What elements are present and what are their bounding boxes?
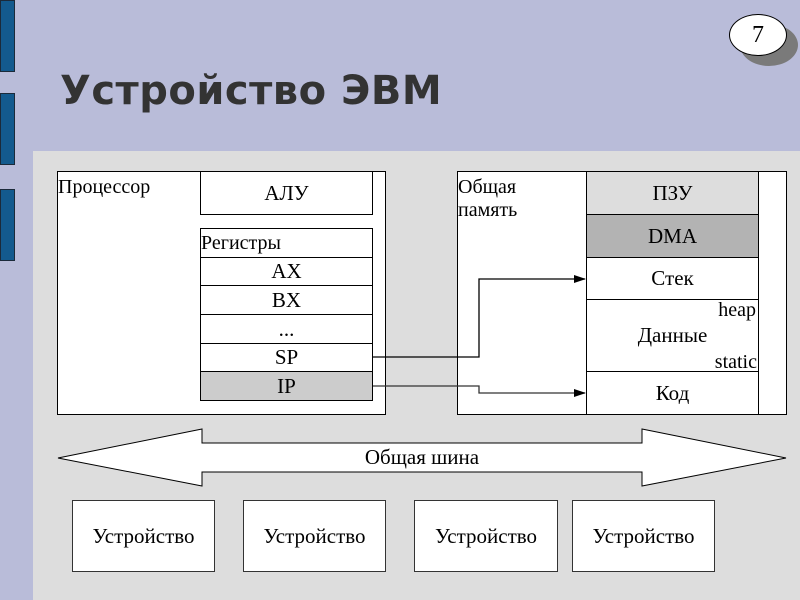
processor-label: Процессор bbox=[58, 176, 151, 198]
memory-code: Код bbox=[586, 371, 759, 415]
memory-label: Общая память bbox=[458, 176, 517, 222]
device-box: Устройство bbox=[414, 500, 558, 572]
page-number-badge: 7 bbox=[729, 14, 787, 56]
bus-label: Общая шина bbox=[364, 445, 480, 469]
device-box: Устройство bbox=[243, 500, 386, 572]
register-ellipsis: ... bbox=[200, 314, 373, 344]
memory-label-line1: Общая bbox=[458, 176, 517, 198]
register-ip: IP bbox=[200, 371, 373, 401]
common-bus-arrow bbox=[57, 428, 787, 487]
register-ax: AX bbox=[200, 257, 373, 286]
device-box: Устройство bbox=[72, 500, 215, 572]
register-bx: BX bbox=[200, 285, 373, 315]
alu-block: АЛУ bbox=[200, 171, 373, 215]
memory-label-line2: память bbox=[458, 199, 518, 221]
side-bar-decoration bbox=[0, 93, 15, 165]
registers-label: Регистры bbox=[201, 232, 281, 254]
memory-heap-label: heap bbox=[718, 299, 756, 321]
ip-to-code-arrow bbox=[373, 385, 586, 397]
register-sp: SP bbox=[200, 343, 373, 372]
slide-title: Устройство ЭВМ bbox=[60, 68, 443, 114]
sp-to-stack-arrow bbox=[373, 275, 586, 358]
device-box: Устройство bbox=[572, 500, 715, 572]
memory-stack: Стек bbox=[586, 257, 759, 300]
memory-static-label: static bbox=[714, 351, 757, 373]
side-bar-decoration bbox=[0, 189, 15, 261]
side-bar-decoration bbox=[0, 0, 15, 72]
